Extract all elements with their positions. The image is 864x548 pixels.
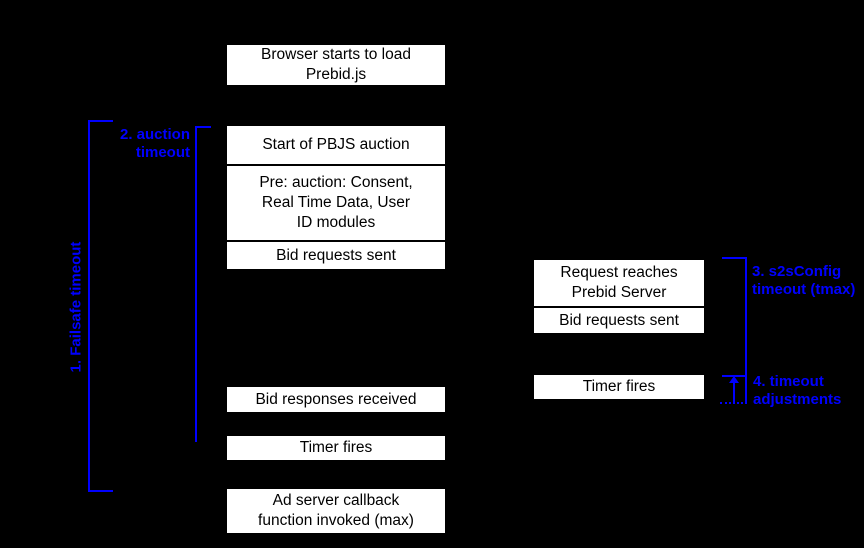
auction-start-box: Start of PBJS auction [226, 125, 446, 165]
bid-requests-sent-box: Bid requests sent [226, 241, 446, 270]
s2s-bracket-extension-line [745, 375, 747, 403]
request-reaches-server-box: Request reaches Prebid Server [533, 259, 705, 307]
failsafe-timeout-bracket [88, 120, 113, 492]
timeout-adjustment-dotted-line [720, 402, 747, 404]
auction-timeout-bracket [195, 126, 211, 442]
bid-responses-received-box: Bid responses received [226, 386, 446, 413]
server-bid-requests-sent-box: Bid requests sent [533, 307, 705, 334]
up-arrow-head-icon [729, 376, 739, 383]
ad-server-callback-box: Ad server callback function invoked (max… [226, 488, 446, 534]
auction-timeout-label: 2. auction timeout [119, 126, 190, 161]
s2s-timeout-bracket [722, 257, 747, 377]
timeout-adjustments-label: 4. timeout adjustments [753, 373, 842, 408]
s2s-timeout-label: 3. s2sConfig timeout (tmax) [752, 263, 856, 298]
pre-auction-modules-box: Pre: auction: Consent, Real Time Data, U… [226, 165, 446, 241]
browser-load-box: Browser starts to load Prebid.js [226, 44, 446, 86]
client-timer-fires-box: Timer fires [226, 435, 446, 461]
up-arrow-icon [733, 382, 735, 402]
server-timer-fires-box: Timer fires [533, 374, 705, 400]
failsafe-timeout-label: 1. Failsafe timeout [67, 241, 85, 373]
